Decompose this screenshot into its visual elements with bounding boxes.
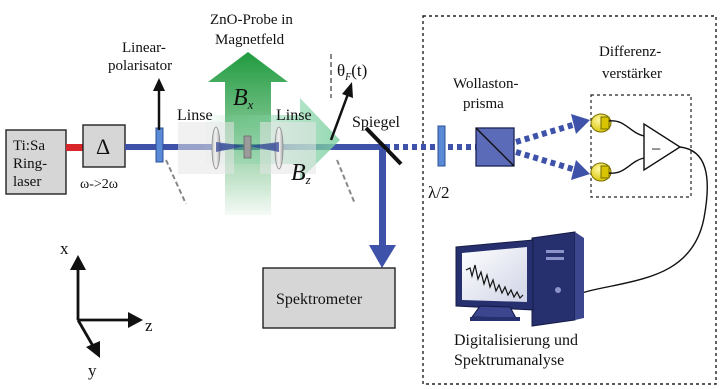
computer-icon: [455, 231, 584, 327]
photodiode-lower-body: [600, 165, 610, 179]
axis-x-label: x: [60, 239, 69, 258]
beam-split-lower: [515, 149, 577, 173]
laser-box: [5, 129, 67, 195]
beam-split-upper-arrow-icon: [571, 114, 590, 134]
spectrometer-beam-arrow-icon: [369, 245, 396, 268]
halfwave-plate: [437, 125, 446, 167]
shg-caption: ω->2ω: [80, 177, 118, 192]
spectrometer-label: Spektrometer: [276, 291, 363, 308]
laser-label-line1: Ti:Sa: [13, 138, 45, 154]
amplifier-icon: [643, 122, 682, 172]
polarizer-plane-line: [165, 159, 187, 205]
diffamp-label-line1: Differenz-: [599, 44, 661, 60]
axis-x-arrow-icon: [70, 255, 86, 270]
laser-output-beam: [66, 144, 83, 151]
lens-right-label: Linse: [276, 107, 312, 124]
shg-symbol: Δ: [96, 134, 110, 159]
wire-amp-to-computer: [575, 146, 708, 297]
polarizer-label-line1: Linear-: [122, 40, 166, 56]
photodiode-upper-body: [600, 116, 610, 130]
diffamp-label-line2: verstärker: [602, 66, 662, 82]
faraday-arrow-icon: [342, 82, 353, 98]
axis-y-line: [76, 319, 95, 347]
mirror-label: Spiegel: [352, 114, 401, 131]
axis-z-arrow-icon: [128, 312, 143, 328]
beam-to-spectrometer: [379, 150, 386, 246]
wollaston-label-line2: prisma: [463, 96, 504, 112]
axis-y-arrow-icon: [86, 341, 100, 358]
field-x-label: Bx: [233, 85, 254, 112]
beam-expand-cone: [248, 142, 279, 152]
zno-sample: [243, 135, 252, 159]
mirror-icon: [364, 126, 403, 166]
lens-left-label: Linse: [177, 107, 213, 124]
faraday-angle-label: θF(t): [337, 61, 367, 83]
laser-label-line2: Ring-: [13, 156, 47, 172]
diffamp-box: [590, 94, 692, 198]
wire-upper-diode: [608, 120, 645, 137]
beam-split-lower-arrow-icon: [571, 160, 590, 180]
axis-z-label: z: [145, 316, 153, 335]
laser-label-line3: laser: [13, 174, 41, 190]
polarizer-arrow-icon: [153, 78, 165, 91]
field-z-label: Bz: [291, 160, 311, 187]
probe-label-line2: Magnetfeld: [215, 32, 285, 48]
polarizer-label-line2: polarisator: [108, 58, 172, 74]
axis-y-label: y: [88, 361, 97, 380]
linear-polarizer: [155, 127, 164, 163]
probe-label-line1: ZnO-Probe in: [210, 12, 293, 28]
beam-focus-cone: [216, 142, 246, 152]
wire-lower-diode: [608, 157, 645, 174]
faraday-plane-line: [336, 159, 356, 205]
wollaston-diagonal: [475, 127, 515, 167]
analysis-label-line2: Spektrumanalyse: [454, 352, 564, 369]
beam-split-upper: [515, 121, 577, 145]
amplifier-minus-sign: −: [651, 139, 661, 159]
shg-box: [82, 124, 126, 168]
spectrometer-box: [262, 267, 396, 329]
analysis-label-line1: Digitalisierung und: [454, 332, 578, 349]
detection-enclosure: [422, 15, 717, 385]
halfwave-label: λ/2: [428, 183, 449, 202]
wollaston-label-line1: Wollaston-: [453, 76, 518, 92]
faraday-rotated-arrow-shaft: [329, 93, 350, 141]
